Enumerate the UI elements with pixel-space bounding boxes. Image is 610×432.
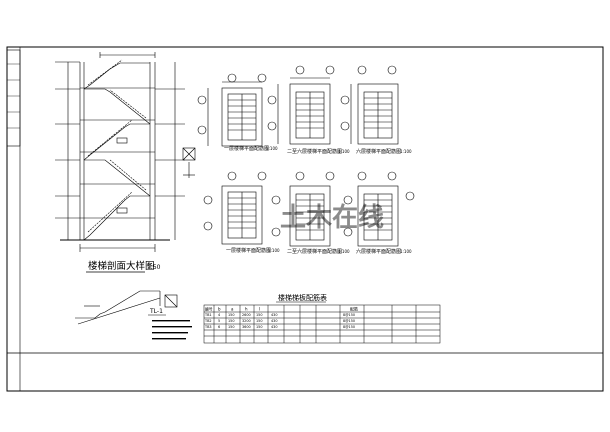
plan-title-5: 二至六层楼梯平面配筋图: [287, 248, 342, 255]
table-cell: 150: [256, 313, 262, 317]
th-b: b: [218, 307, 221, 312]
plan-scale-4: 1:100: [268, 248, 280, 253]
plan-scale-1: 1:100: [266, 146, 278, 151]
tl-detail: [75, 290, 178, 325]
table-cell: 3600: [242, 325, 251, 329]
plan-title-4: 一层楼梯平面配筋图: [226, 247, 271, 254]
stair-plan-1: [197, 73, 267, 147]
stair-plan-5: [271, 171, 335, 247]
table-cell: 5: [218, 319, 220, 323]
th-l: l: [259, 307, 260, 312]
left-revision-block: [6, 49, 21, 147]
table-cell: 8@150: [343, 325, 355, 329]
stair-plan-6: [343, 171, 415, 247]
stair-plan-3: [340, 65, 399, 145]
table-cell: 150: [256, 325, 262, 329]
th-id: 编号: [205, 307, 213, 312]
table-cell: 150: [228, 319, 234, 323]
section-title: 楼梯剖面大样图: [88, 260, 155, 272]
table-cell: 150: [256, 319, 262, 323]
table-cell: TB2: [204, 319, 212, 323]
plan-title-2: 二至六层楼梯平面配筋图: [287, 148, 342, 155]
tl-label: TL-1: [149, 308, 163, 315]
table-cell: 150: [228, 313, 234, 317]
table-cell: TB1: [204, 313, 212, 317]
table-cell: 6: [218, 325, 220, 329]
th-a: a: [231, 307, 234, 312]
plan-scale-5: 1:100: [338, 249, 350, 254]
table-cell: 2600: [242, 313, 251, 317]
tl-notes: [152, 320, 192, 340]
stair-plan-2: [267, 65, 335, 145]
stair-section-drawing: [55, 52, 185, 252]
plan-title-1: 一层楼梯平面配筋图: [224, 145, 269, 152]
plan-scale-2: 1:100: [338, 149, 350, 154]
table-cell: 4: [218, 313, 220, 317]
table-cell: 150: [228, 325, 234, 329]
table-header: 编号 b a h l 配筋: [205, 306, 358, 312]
table-cell: 8@150: [343, 313, 355, 317]
plan-scale-6: 1:100: [400, 249, 412, 254]
table-cell: 8@150: [343, 319, 355, 323]
plan-title-3: 六层楼梯平面配筋图: [356, 148, 401, 155]
table-cell: 430: [271, 325, 277, 329]
table-title: 楼梯梯板配筋表: [278, 293, 327, 302]
section-scale: 1:50: [147, 264, 161, 271]
th-h: h: [245, 307, 248, 312]
sheet-border: [6, 46, 604, 392]
th-rebar: 配筋: [350, 306, 358, 312]
reinforcement-table: [203, 304, 441, 344]
table-rows: TB1 4 150 2600 150 430 8@150 TB2 5 150 3…: [204, 313, 355, 329]
table-cell: 430: [271, 313, 277, 317]
table-cell: TB3: [204, 325, 212, 329]
table-cell: 3200: [242, 319, 251, 323]
plan-scale-3: 1:100: [400, 149, 412, 154]
stair-plan-4: [203, 171, 267, 245]
plan-title-6: 六层楼梯平面配筋图: [356, 248, 401, 255]
table-cell: 430: [271, 319, 277, 323]
detail-node: [182, 147, 196, 178]
watermark: 土木在线: [280, 203, 384, 233]
